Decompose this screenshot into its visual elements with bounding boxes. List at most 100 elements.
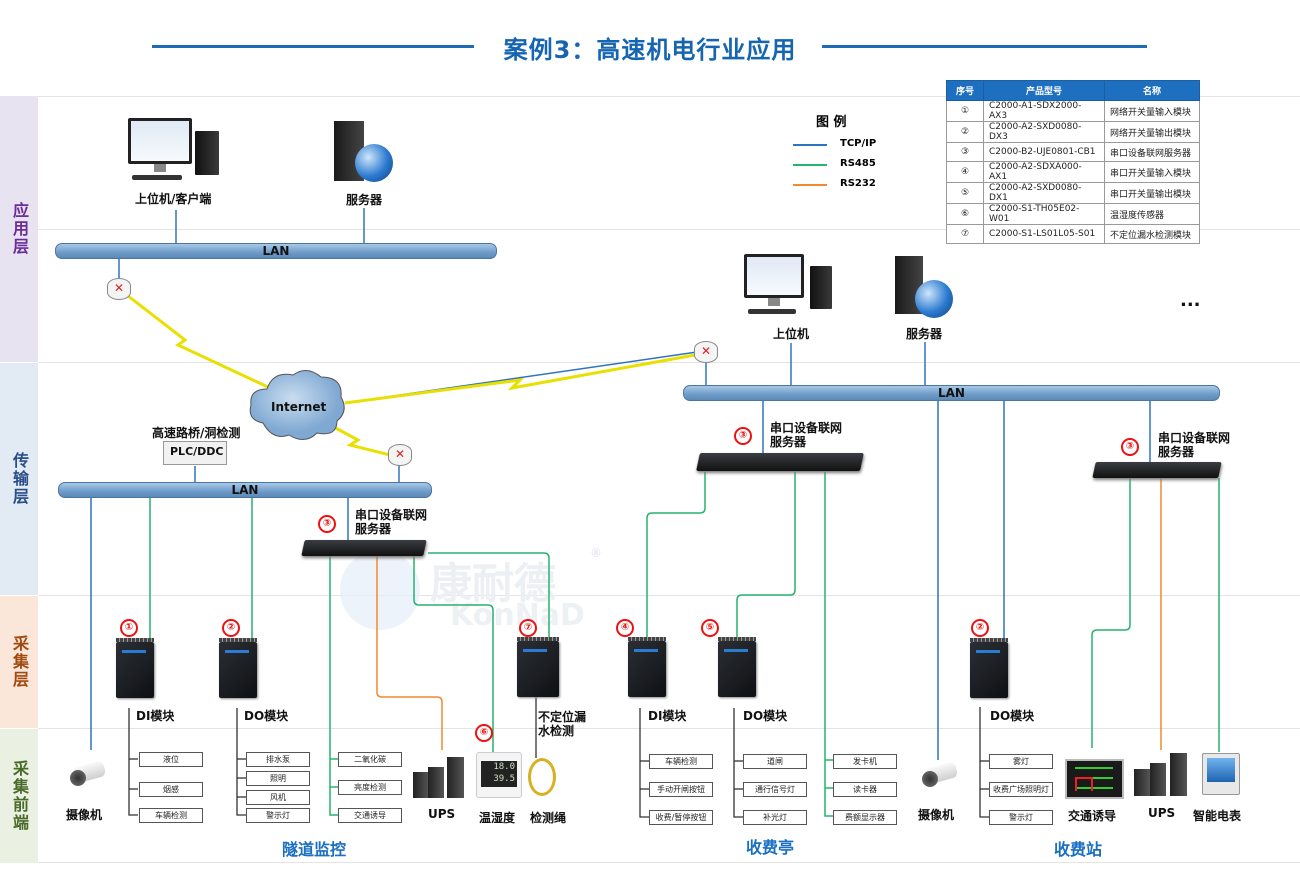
di-module-device: [116, 638, 154, 698]
cell-model: C2000-S1-TH05E02-W01: [983, 203, 1105, 225]
plc-ddc-label: PLC/DDC: [170, 445, 224, 458]
layer-band-application: 应用层: [0, 96, 38, 362]
serial-server-label: 串口设备联网服务器: [1158, 431, 1230, 459]
badge-7: ⑦: [519, 619, 537, 637]
di-module-label: DI模块: [648, 709, 687, 723]
server-label-right: 服务器: [906, 327, 943, 341]
layer-label-transport: 传输层: [10, 452, 29, 506]
more-ellipsis: ...: [1180, 290, 1201, 311]
rs485-line: [646, 472, 706, 641]
row-divider: [38, 229, 1300, 230]
cell-name: 串口开关量输出模块: [1104, 182, 1200, 204]
title-rule-right: [822, 45, 1147, 48]
di-module-label: DI模块: [136, 709, 175, 723]
cell-name: 温湿度传感器: [1104, 203, 1200, 225]
serial-server-label-line2: 服务器: [355, 522, 392, 536]
serial-item: 读卡器: [833, 782, 897, 797]
serial-server-device-station: [1092, 462, 1222, 478]
th-display: 18.0 39.5: [481, 761, 517, 787]
cell-index: ③: [946, 142, 984, 162]
lan-bus-tunnel: LAN: [58, 482, 432, 498]
serial-server-label-line1: 串口设备联网: [1158, 431, 1231, 445]
server-label: 服务器: [346, 193, 383, 207]
cell-name: 网络开关量输出模块: [1104, 121, 1200, 143]
wan-link: [344, 353, 696, 405]
cell-model: C2000-A1-SDX2000-AX3: [983, 100, 1105, 122]
ups-label: UPS: [1148, 806, 1176, 820]
router-icon: ✕: [388, 444, 412, 466]
pc-host-label: 上位机: [773, 327, 810, 341]
serial-server-label-line1: 串口设备联网: [770, 421, 843, 435]
cell-index: ①: [946, 100, 984, 122]
do-output-item: 雾灯: [989, 754, 1053, 769]
legend-title: 图 例: [816, 115, 847, 130]
leak-module-device: [517, 637, 559, 697]
section-label-tunnel: 隧道监控: [282, 840, 347, 859]
col-header-model: 产品型号: [983, 80, 1105, 101]
serial-item: 费额显示器: [833, 810, 897, 825]
branch-line: [979, 707, 989, 818]
legend-label-rs232: RS232: [840, 178, 876, 189]
lan-bus-app: LAN: [55, 243, 497, 259]
layer-band-frontend: 采集前端: [0, 729, 38, 863]
serial-server-label: 串口设备联网服务器: [770, 421, 842, 449]
badge-3: ③: [1121, 438, 1139, 456]
layer-label-frontend: 采集前端: [10, 760, 29, 832]
cell-index: ②: [946, 121, 984, 143]
branch-line: [639, 708, 649, 818]
do-module-label: DO模块: [244, 709, 289, 723]
do-output-item: 补光灯: [743, 810, 807, 825]
internet-label: Internet: [271, 400, 327, 414]
branch-line: [236, 708, 246, 816]
smart-meter-label: 智能电表: [1193, 809, 1242, 823]
leak-label: 不定位漏水检测: [538, 710, 586, 738]
do-output-item: 照明: [246, 771, 310, 786]
th-hum-value: 39.5: [493, 774, 515, 784]
layer-band-collection: 采集层: [0, 596, 38, 728]
do-module-device: [219, 638, 257, 698]
di-input-item: 手动开闸按钮: [649, 782, 713, 797]
badge-2: ②: [222, 619, 240, 637]
legend-line-rs485: [793, 164, 827, 166]
do-output-item: 风机: [246, 790, 310, 805]
do-output-item: 通行信号灯: [743, 782, 807, 797]
camera-label: 摄像机: [918, 808, 955, 822]
serial-server-label-line2: 服务器: [1158, 445, 1195, 459]
serial-item: 二氧化碳: [338, 752, 402, 767]
leak-rope-label: 检测绳: [530, 811, 567, 825]
router-icon: ✕: [107, 278, 131, 300]
rs232-line: [376, 553, 443, 750]
do-output-item: 警示灯: [246, 808, 310, 823]
serial-server-label-line1: 串口设备联网: [355, 508, 428, 522]
di-input-item: 液位: [139, 752, 203, 767]
page-title: 案例3：高速机电行业应用: [503, 36, 797, 64]
section-label-tollbooth: 收费亭: [746, 838, 795, 857]
wan-link: [122, 290, 271, 390]
legend-line-rs232: [793, 184, 827, 186]
watermark-en: KonNaD: [450, 598, 585, 633]
leak-rope-icon: [528, 758, 556, 796]
th-sensor-device: 18.0 39.5: [476, 752, 522, 798]
col-header-index: 序号: [946, 80, 984, 101]
do-module-label: DO模块: [990, 709, 1035, 723]
layer-band-transport: 传输层: [0, 363, 38, 595]
badge-3: ③: [734, 427, 752, 445]
branch-line: [128, 708, 138, 816]
title-rule-left: [152, 45, 474, 48]
th-temp-value: 18.0: [493, 762, 515, 772]
bridge-tunnel-label: 高速路桥/洞检测: [152, 426, 241, 440]
watermark-reg: ®: [590, 546, 602, 560]
serial-server-label-line2: 服务器: [770, 435, 807, 449]
cell-model: C2000-B2-UJE0801-CB1: [983, 142, 1105, 162]
badge-3: ③: [318, 515, 336, 533]
branch-line: [733, 708, 743, 818]
serial-server-device-booth: [696, 453, 864, 471]
rs485-line: [428, 552, 550, 640]
traffic-guidance-display: [1065, 759, 1124, 799]
cell-model: C2000-S1-LS01L05-S01: [983, 224, 1105, 244]
